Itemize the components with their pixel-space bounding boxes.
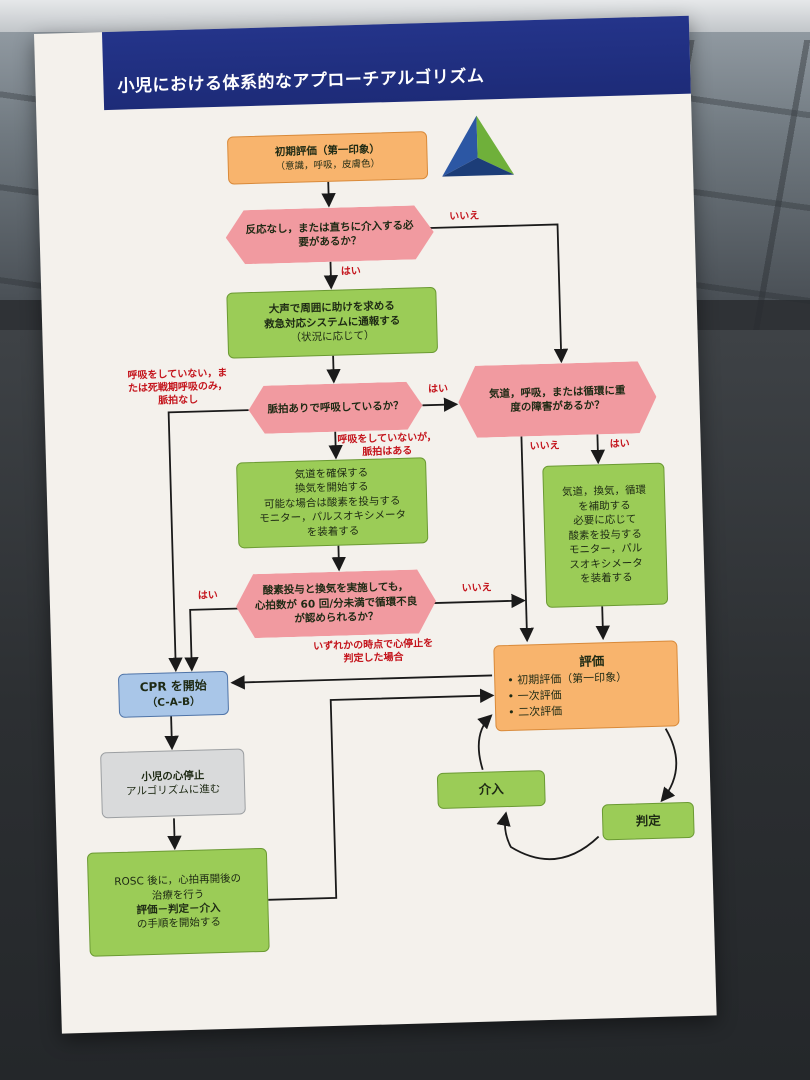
support-line2: を補助する (577, 499, 631, 513)
start-cpr-box: CPR を開始 （C-A-B） (117, 670, 230, 718)
heart-rate-line3: が認められるか？ (294, 610, 379, 626)
support-line1: 気道，換気，循環 (561, 484, 647, 499)
call-help-line3: （状況に応じて） (290, 329, 375, 345)
support-line7: を装着する (580, 571, 633, 586)
airway-line5: を装着する (306, 524, 360, 539)
call-help-box: 大声で周囲に助けを求める 救急対応システムに通報する （状況に応じて） (226, 286, 439, 359)
intervene-box: 介入 (436, 770, 546, 810)
label-yes-3: はい (609, 438, 630, 451)
algorithm-card: 小児における体系的なアプローチアルゴリズム (34, 15, 717, 1034)
flow-arrows (164, 181, 678, 901)
support-box: 気道，換気，循環 を補助する 必要に応じて 酸素を投与する モニター，パル スオ… (542, 462, 669, 608)
rosc-line4: の手順を開始する (136, 916, 222, 931)
label-yes-1: はい (340, 265, 361, 278)
judge-text: 判定 (635, 813, 661, 829)
judge-box: 判定 (601, 801, 695, 841)
pulse-question-hex: 脈拍ありで呼吸しているか？ (248, 381, 423, 434)
label-yes-4: はい (197, 590, 218, 602)
label-arrest-any-time: いずれかの時点で心停止を 判定した場合 (313, 637, 434, 666)
rosc-line2: 治療を行う (151, 888, 205, 902)
airway-box: 気道を確保する 換気を開始する 可能な場合は酸素を投与する モニター，パルスオキ… (236, 457, 429, 549)
label-no-breathing: 呼吸をしていない，ま たは死戦期呼吸のみ， 脈拍なし (127, 367, 228, 409)
evaluate-item-secondary: 二次評価 (508, 701, 628, 720)
initial-assessment-box: 初期評価（第一印象） （意識，呼吸，皮膚色） (226, 131, 429, 185)
evaluate-list: 初期評価（第一印象） 一次評価 二次評価 (507, 669, 628, 720)
heart-rate-question-hex: 酸素投与と換気を実施しても， 心拍数が 60 回/分未満で循環不良 が認められる… (235, 569, 437, 639)
start-cpr-title: CPR を開始 (139, 678, 207, 695)
label-yes-2: はい (427, 383, 449, 396)
pulse-question-text: 脈拍ありで呼吸しているか？ (267, 399, 404, 416)
arrest-algorithm-line2: アルゴリズムに進む (125, 783, 221, 798)
triangle-logo-icon (442, 115, 515, 177)
arrest-algorithm-box: 小児の心停止 アルゴリズムに進む (100, 748, 246, 819)
evaluate-box: 評価 初期評価（第一印象） 一次評価 二次評価 (493, 640, 680, 732)
label-no-3: いいえ (461, 582, 492, 595)
evaluate-item-initial: 初期評価（第一印象） (507, 669, 627, 688)
label-no-2: いいえ (529, 440, 560, 453)
initial-assessment-detail: （意識，呼吸，皮膚色） (275, 158, 381, 172)
start-cpr-cab: （C-A-B） (146, 695, 201, 710)
label-pulse-only: 呼吸をしていないが， 脈拍はある (337, 431, 437, 460)
label-no-1: いいえ (449, 210, 480, 223)
evaluate-title: 評価 (579, 653, 605, 670)
response-question-line2: 要があるか？ (298, 234, 362, 249)
severe-question-line2: 度の障害があるか？ (510, 399, 606, 414)
severe-question-hex: 気道，呼吸，または循環に重 度の障害があるか？ (457, 361, 657, 439)
rosc-box: ROSC 後に，心拍再開後の 治療を行う 評価－判定－介入 の手順を開始する (86, 847, 270, 957)
response-question-hex: 反応なし，または直ちに介入する必 要があるか？ (225, 205, 434, 265)
intervene-text: 介入 (478, 781, 504, 798)
